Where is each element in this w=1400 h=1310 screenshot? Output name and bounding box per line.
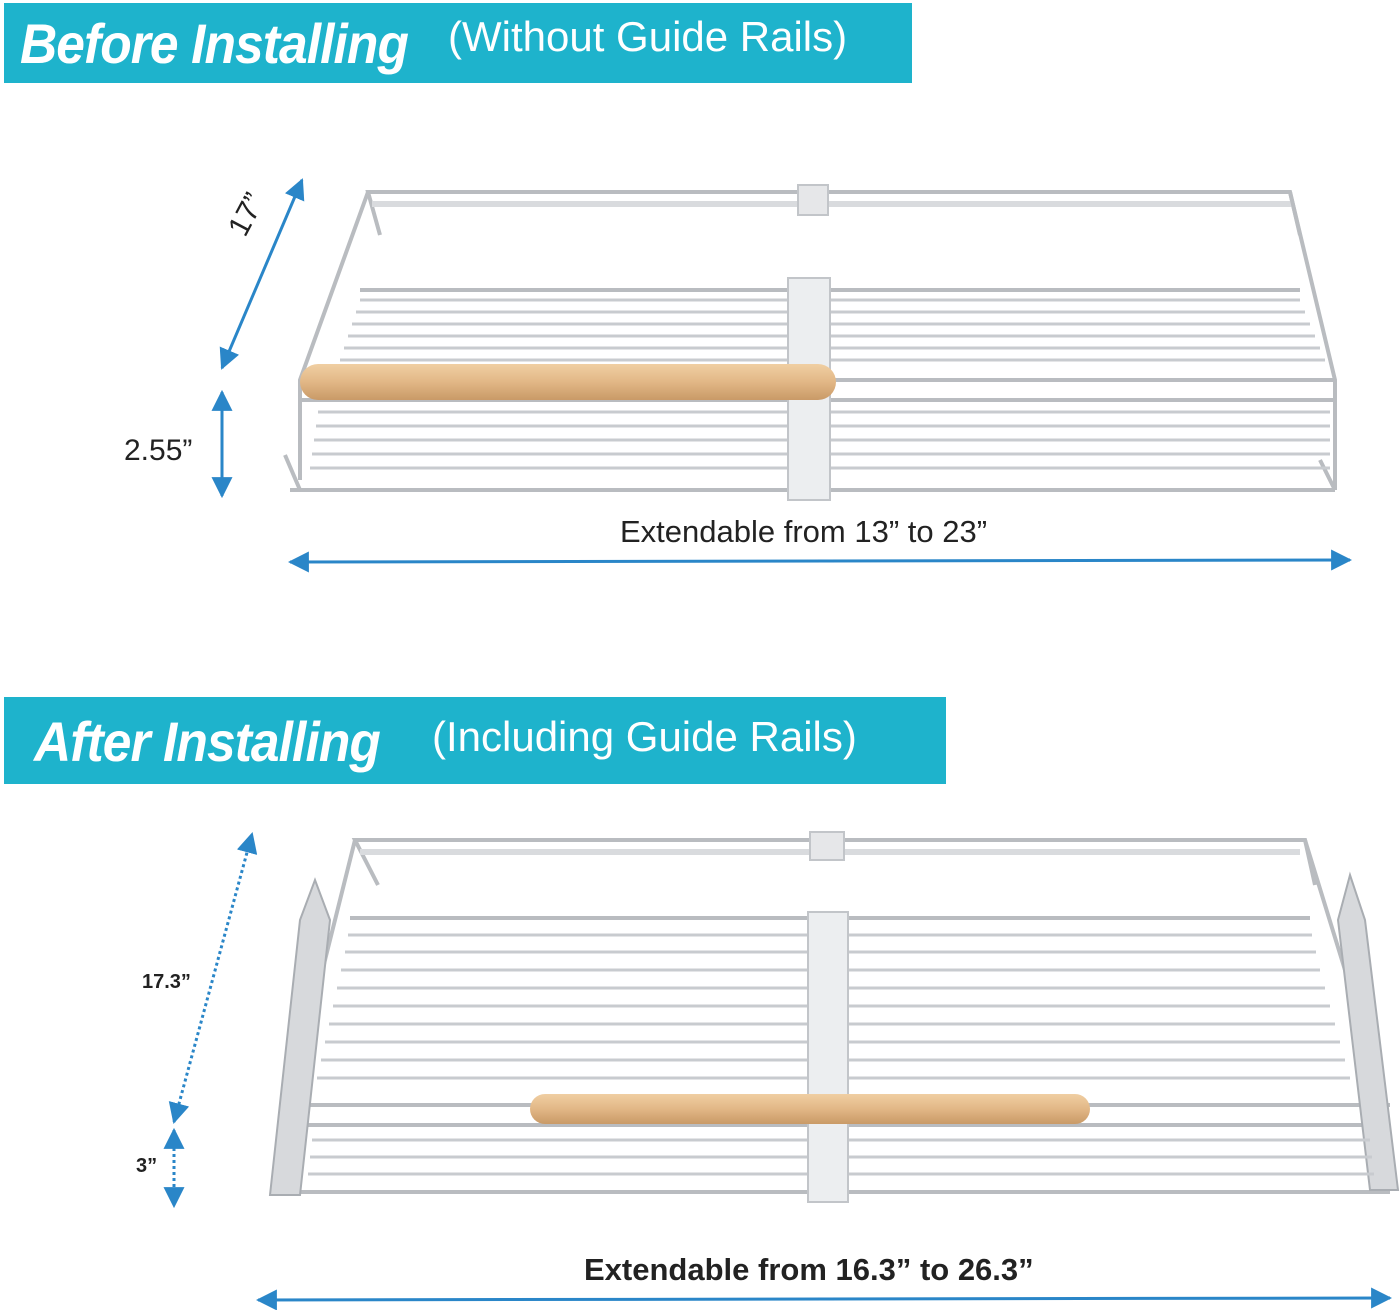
after-center-joint bbox=[807, 911, 849, 1203]
before-center-joint-top bbox=[797, 184, 829, 216]
banner-subtitle: (Without Guide Rails) bbox=[448, 13, 848, 60]
after-height-label: 3” bbox=[136, 1155, 158, 1177]
before-wood-handle bbox=[300, 364, 836, 400]
after-depth-label: 17.3” bbox=[142, 971, 191, 993]
after-dimension-arrows bbox=[163, 831, 1393, 1310]
before-installing-banner: Before Installing (Without Guide Rails) bbox=[4, 3, 912, 83]
banner-title: Before Installing bbox=[20, 12, 409, 75]
after-center-joint-top bbox=[809, 831, 845, 861]
after-wood-handle bbox=[530, 1094, 1090, 1124]
before-extendable-label: Extendable from 13” to 23” bbox=[620, 514, 988, 549]
depth-arrow bbox=[168, 831, 258, 1125]
before-dimension-arrows bbox=[211, 178, 1353, 573]
after-installing-banner: After Installing (Including Guide Rails) bbox=[4, 697, 946, 784]
before-basket-wires bbox=[310, 298, 1330, 470]
before-height-label: 2.55” bbox=[124, 434, 193, 467]
after-extendable-label: Extendable from 16.3” to 26.3” bbox=[584, 1252, 1034, 1287]
width-arrow bbox=[287, 549, 1353, 573]
after-basket-wires bbox=[308, 933, 1374, 1176]
banner-subtitle: (Including Guide Rails) bbox=[432, 713, 857, 760]
depth-arrow bbox=[219, 178, 305, 370]
guide-rails bbox=[268, 871, 1400, 1196]
banner-title: After Installing bbox=[34, 710, 381, 773]
width-arrow bbox=[255, 1287, 1393, 1310]
